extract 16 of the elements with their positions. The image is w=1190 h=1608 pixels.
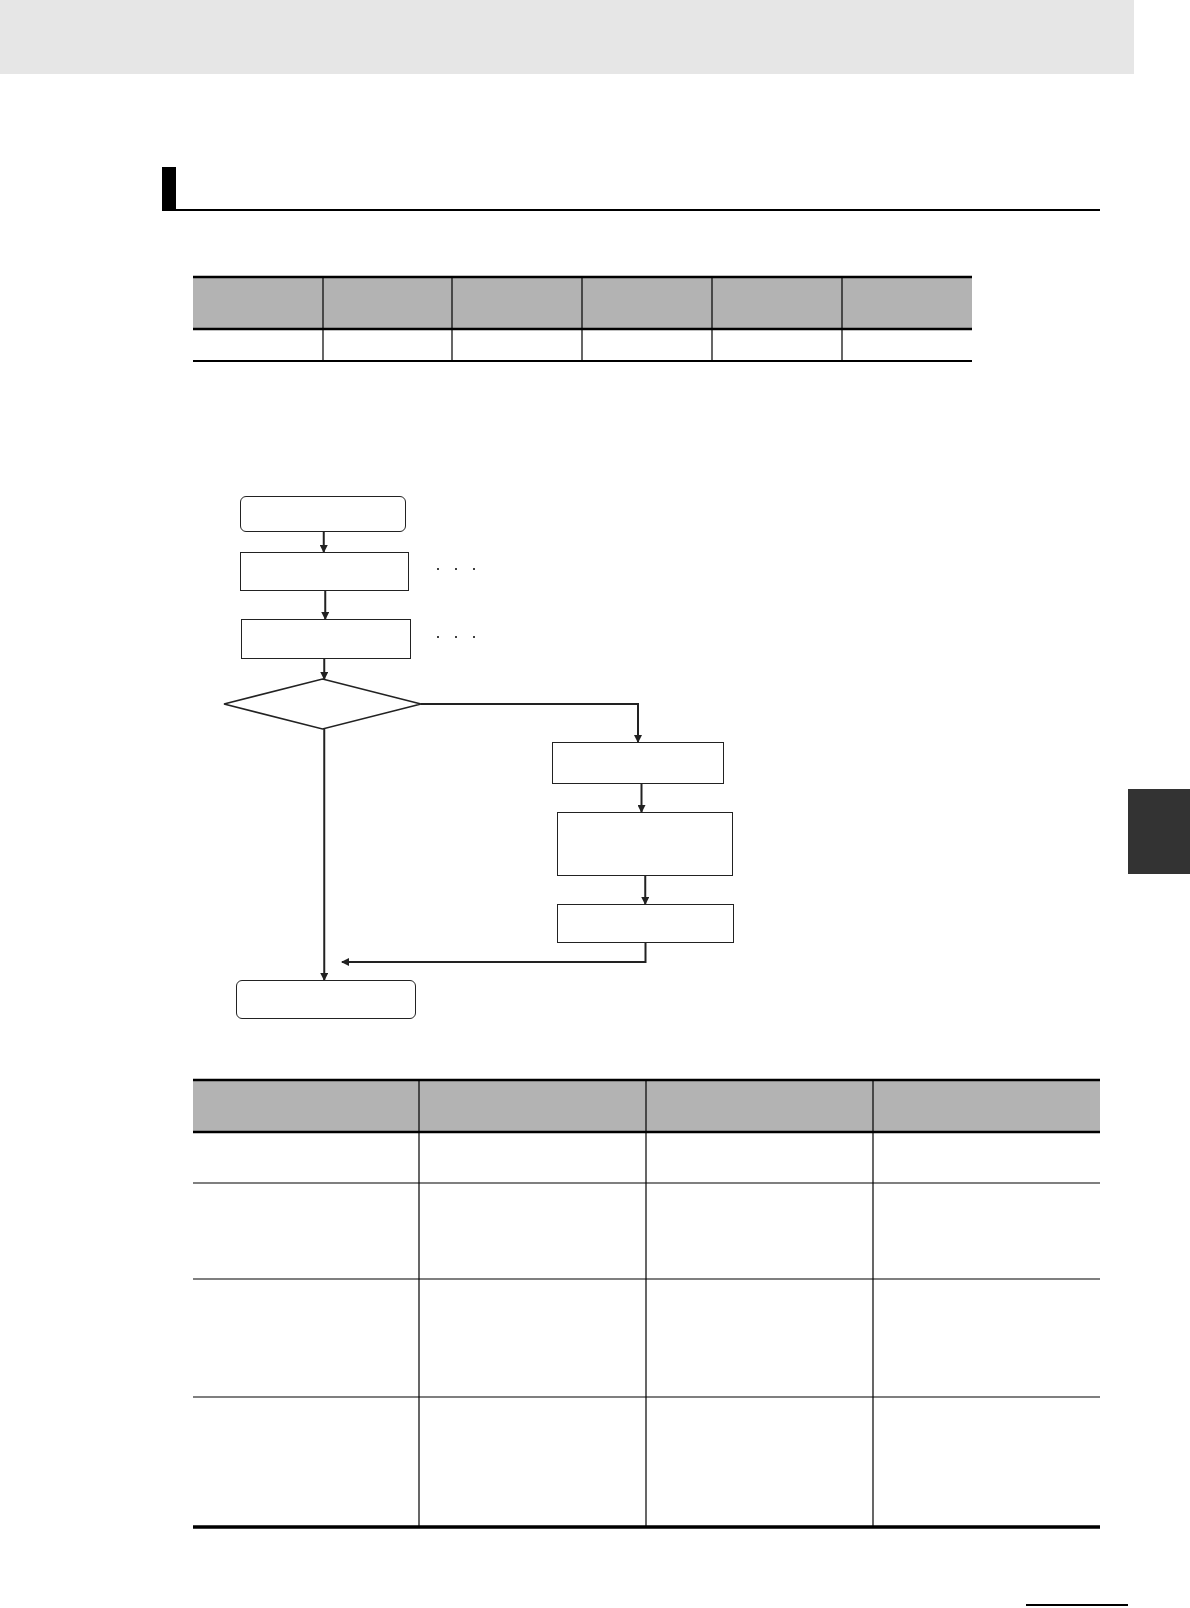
arrow (641, 875, 650, 905)
process-box (557, 904, 734, 943)
arrow (320, 728, 329, 981)
decision-diamond (224, 679, 421, 729)
arrow (420, 703, 642, 743)
process-box (241, 619, 411, 659)
arrow (637, 783, 646, 813)
process-box (552, 742, 724, 784)
process-box (240, 552, 409, 591)
arrow (320, 658, 329, 680)
arrow (319, 531, 328, 553)
arrow (341, 942, 647, 966)
terminal-box (240, 496, 406, 532)
arrow (321, 590, 330, 620)
terminal-box (236, 980, 416, 1019)
process-box (557, 812, 733, 876)
